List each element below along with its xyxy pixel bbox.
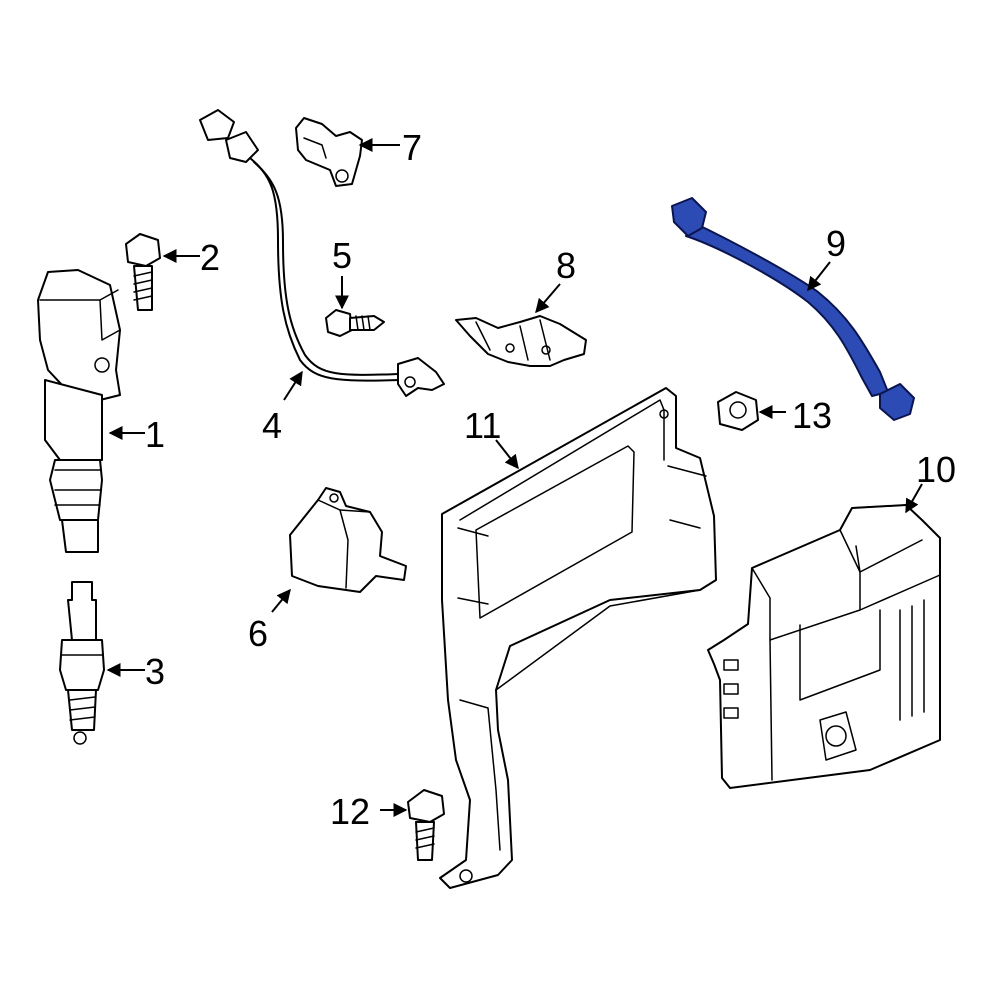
callout-13: 13 — [792, 395, 832, 436]
callout-12: 12 — [330, 791, 370, 832]
bolt-part-12[interactable] — [407, 789, 445, 861]
callout-5: 5 — [332, 235, 352, 276]
leader-10 — [905, 483, 923, 514]
callout-7: 7 — [402, 127, 422, 168]
callout-1: 1 — [145, 414, 165, 455]
callout-2: 2 — [200, 237, 220, 278]
bolt-part-2[interactable] — [125, 233, 161, 311]
leader-4 — [283, 370, 303, 401]
ecu-module-part[interactable] — [707, 504, 941, 789]
cover-part-6[interactable] — [289, 487, 407, 593]
leader-9 — [807, 261, 831, 292]
leader-8 — [535, 283, 561, 314]
sensor-wire-part[interactable] — [199, 109, 445, 397]
nut-part-13[interactable] — [717, 391, 759, 431]
callout-8: 8 — [556, 245, 576, 286]
callout-10: 10 — [916, 449, 956, 490]
leader-lines — [106, 138, 923, 817]
spark-plug-part[interactable] — [59, 581, 105, 745]
callout-11: 11 — [464, 405, 501, 446]
callout-3: 3 — [145, 651, 165, 692]
bracket-part-7[interactable] — [295, 117, 363, 187]
callout-6: 6 — [248, 613, 268, 654]
leader-11 — [495, 439, 519, 470]
leader-6 — [271, 588, 291, 613]
mounting-bracket-part[interactable] — [439, 387, 717, 889]
screw-part-5[interactable] — [325, 309, 385, 337]
callout-labels: 1 2 3 4 5 6 7 8 9 10 11 12 13 — [145, 127, 956, 832]
ignition-coil-part[interactable] — [37, 269, 121, 553]
callout-4: 4 — [262, 405, 282, 446]
callout-9: 9 — [826, 223, 846, 264]
bracket-part-8[interactable] — [455, 315, 587, 367]
wire-harness-part-9[interactable] — [671, 197, 915, 421]
